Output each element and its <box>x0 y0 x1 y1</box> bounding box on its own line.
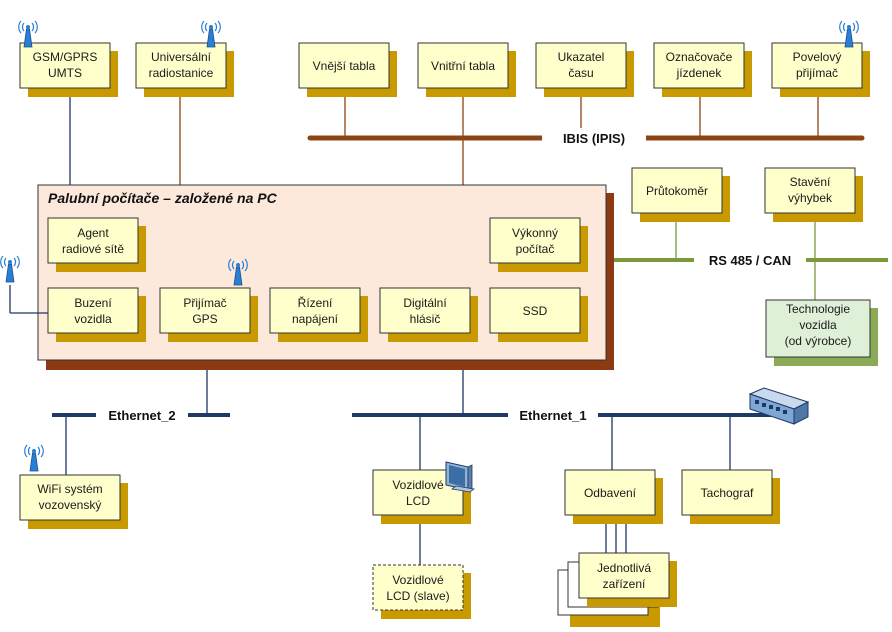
tachograph-label: Tachograf <box>701 486 754 500</box>
power-computer-box: Výkonný počítač <box>489 217 588 272</box>
radio-agent-box: Agent radiové sítě <box>47 217 146 272</box>
lcd-slave-line2: LCD (slave) <box>386 589 449 603</box>
vehicle-tech-line2: vozidla <box>799 318 837 332</box>
outer-display-box: Vnější tabla <box>298 42 397 97</box>
rs485-bus-label: RS 485 / CAN <box>709 253 791 268</box>
vehicle-tech-line3: (od výrobce) <box>785 334 852 348</box>
gsm-label-line2: UMTS <box>48 66 82 80</box>
command-receiver-line2: přijímač <box>796 66 838 80</box>
wake-antenna-icon <box>0 255 20 283</box>
vehicle-lcd-line2: LCD <box>406 494 430 508</box>
network-switch-icon <box>748 387 810 425</box>
main-onboard-computer-box: Palubní počítače – založené na PC <box>37 184 614 370</box>
gsm-label-line1: GSM/GPRS <box>33 50 98 64</box>
validators-line1: Označovače <box>666 50 733 64</box>
wifi-line1: WiFi systém <box>37 482 102 496</box>
ibis-bus-label-bg <box>542 128 646 148</box>
tachograph-box: Tachograf <box>681 469 780 524</box>
ethernet-1-label: Ethernet_1 <box>519 408 586 423</box>
ethernet-1-label-bg <box>508 405 598 425</box>
radio-agent-line2: radiové sítě <box>62 242 124 256</box>
digital-announcer-line2: hlásič <box>410 312 441 326</box>
rs485-bus-label-bg <box>694 250 806 270</box>
flowmeter-box: Průtokoměr <box>631 167 730 222</box>
devices-line2: zařízení <box>603 577 646 591</box>
command-receiver-box: Povelový přijímač <box>771 42 870 97</box>
monitor-icon <box>445 461 475 493</box>
lcd-slave-line1: Vozidlové <box>392 573 444 587</box>
power-control-box: Řízení napájení <box>269 287 368 342</box>
radio-label-line1: Universální <box>151 50 212 64</box>
outer-display-label: Vnější tabla <box>313 59 376 73</box>
radio-label-line2: radiostanice <box>149 66 214 80</box>
digital-announcer-box: Digitální hlásič <box>379 287 478 342</box>
wifi-line2: vozovenský <box>39 498 102 512</box>
radio-box: Universální radiostanice <box>135 42 234 97</box>
power-control-line2: napájení <box>292 312 339 326</box>
ethernet-2-label-bg <box>96 405 188 425</box>
command-receiver-line1: Povelový <box>793 50 842 64</box>
wifi-box: WiFi systém vozovenský <box>19 474 128 529</box>
devices-line1: Jednotlivá <box>597 561 651 575</box>
power-computer-line1: Výkonný <box>512 226 558 240</box>
ticketing-label: Odbavení <box>584 486 637 500</box>
wifi-antenna-icon <box>24 444 44 472</box>
gps-receiver-line1: Přijímač <box>183 296 226 310</box>
vehicle-wake-box: Buzení vozidla <box>47 287 146 342</box>
radio-agent-line1: Agent <box>77 226 109 240</box>
vehicle-tech-box: Technologie vozidla (od výrobce) <box>765 299 878 366</box>
switch-setting-line1: Stavění <box>790 175 831 189</box>
gps-receiver-line2: GPS <box>192 312 217 326</box>
time-indicator-box: Ukazatel času <box>535 42 634 97</box>
vehicle-wake-line2: vozidla <box>74 312 112 326</box>
validators-box: Označovače jízdenek <box>653 42 752 97</box>
main-box-title: Palubní počítače – založené na PC <box>48 190 278 206</box>
power-computer-line2: počítač <box>516 242 555 256</box>
flowmeter-label: Průtokoměr <box>646 184 708 198</box>
digital-announcer-line1: Digitální <box>403 296 447 310</box>
time-indicator-line2: času <box>568 66 593 80</box>
ssd-box: SSD <box>489 287 588 342</box>
time-indicator-line1: Ukazatel <box>558 50 605 64</box>
vehicle-wake-line1: Buzení <box>74 296 112 310</box>
devices-stack: Jednotlivá zařízení <box>557 552 677 627</box>
power-control-line1: Řízení <box>298 295 333 310</box>
ticketing-box: Odbavení <box>564 469 663 524</box>
ibis-bus-label: IBIS (IPIS) <box>563 131 625 146</box>
switch-setting-box: Stavění výhybek <box>764 167 863 222</box>
vehicle-tech-line1: Technologie <box>786 302 850 316</box>
vehicle-lcd-line1: Vozidlové <box>392 478 444 492</box>
inner-display-box: Vnitřní tabla <box>417 42 516 97</box>
validators-line2: jízdenek <box>676 66 723 80</box>
ssd-label: SSD <box>523 304 548 318</box>
gsm-box: GSM/GPRS UMTS <box>19 42 118 97</box>
inner-display-label: Vnitřní tabla <box>431 59 495 73</box>
ethernet-2-label: Ethernet_2 <box>108 408 175 423</box>
switch-setting-line2: výhybek <box>788 191 833 205</box>
